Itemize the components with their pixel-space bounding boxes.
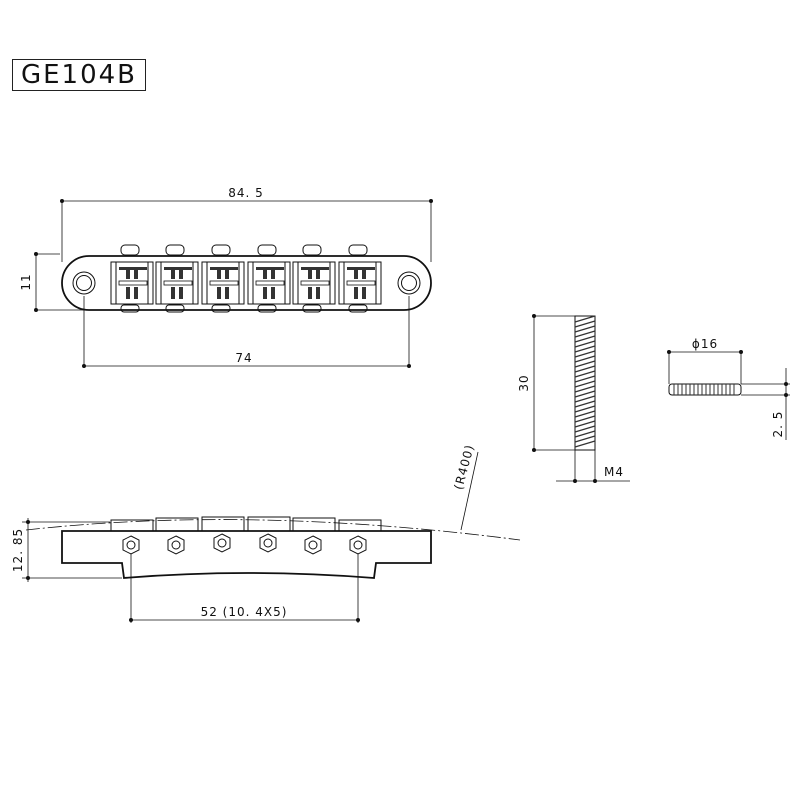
hex-screw-6 xyxy=(349,535,367,555)
saddle-1 xyxy=(110,244,154,313)
dimension-string-spacing: 52 (10. 4X5) xyxy=(201,605,288,619)
wheel-view: ϕ16 2. 5 xyxy=(667,337,790,440)
side-saddle-4 xyxy=(247,516,291,532)
hex-screw-4 xyxy=(259,533,277,553)
bridge-body-side xyxy=(61,530,432,579)
dimension-overall-length: 84. 5 xyxy=(228,186,264,200)
stud-threads xyxy=(574,315,596,448)
side-saddle-5 xyxy=(292,517,336,532)
dimension-post-spacing: 74 xyxy=(235,351,252,365)
saddle-2 xyxy=(155,244,199,313)
dimension-height-top: 11 xyxy=(19,273,33,290)
saddle-4 xyxy=(247,244,291,313)
dimension-radius: (R400) xyxy=(451,443,477,492)
saddle-5 xyxy=(292,244,336,313)
dimension-height-side: 12. 85 xyxy=(11,528,25,572)
hex-screw-5 xyxy=(304,535,322,555)
side-saddle-6 xyxy=(338,519,382,532)
threaded-stud xyxy=(574,315,596,451)
dimension-thread: M4 xyxy=(604,465,624,479)
thumb-wheel xyxy=(668,383,742,396)
hex-screw-1 xyxy=(122,535,140,555)
dimension-wheel-thickness: 2. 5 xyxy=(771,411,785,438)
side-view: (R400) xyxy=(11,443,521,623)
side-saddle-3 xyxy=(201,516,245,532)
dimension-stud-length: 30 xyxy=(517,374,531,391)
stud-view: 30 M4 xyxy=(517,314,630,483)
bridge-body-top xyxy=(61,255,432,311)
post-hole-left xyxy=(72,271,96,295)
hex-screw-3 xyxy=(213,533,231,553)
model-number-label: GE104B xyxy=(12,59,146,91)
top-view: 84. 5 11 xyxy=(19,186,433,368)
dimension-wheel-diameter: ϕ16 xyxy=(692,337,718,351)
hex-screw-2 xyxy=(167,535,185,555)
saddle-6 xyxy=(338,244,382,313)
post-hole-right xyxy=(397,271,421,295)
saddle-3 xyxy=(201,244,245,313)
